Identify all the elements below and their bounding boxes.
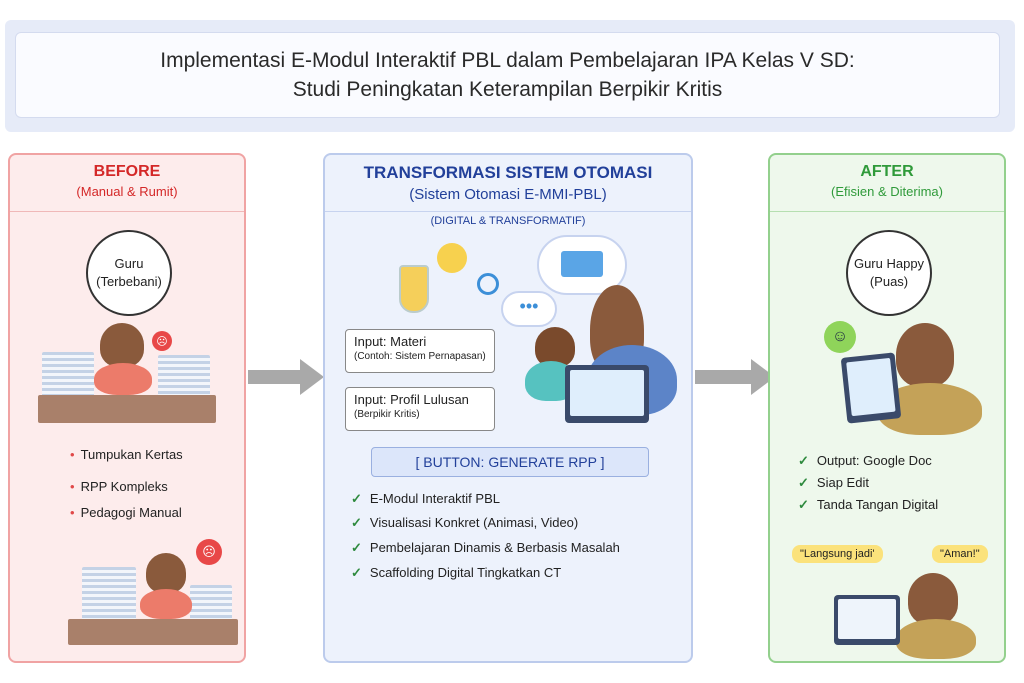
input-detail: (Berpikir Kritis) — [354, 409, 420, 420]
after-check-item: ✓Tanda Tangan Digital — [798, 497, 939, 512]
input-detail: (Contoh: Sistem Pernapasan) — [354, 351, 486, 362]
check-icon: ✓ — [351, 565, 362, 580]
tablet-icon — [834, 595, 900, 645]
flask-icon — [399, 265, 429, 313]
speech-bubble-aman: "Aman!" — [932, 545, 988, 563]
before-title: BEFORE — [93, 163, 161, 180]
before-subtitle: (Manual & Rumit) — [76, 184, 178, 199]
title-line-2: Studi Peningkatan Keterampilan Berpikir … — [292, 78, 723, 101]
before-header: BEFORE (Manual & Rumit) — [10, 155, 244, 212]
check-icon: ✓ — [798, 497, 809, 512]
check-icon: ✓ — [798, 475, 809, 490]
middle-tagline: (DIGITAL & TRANSFORMATIF) — [430, 215, 586, 227]
arrow-right-icon — [248, 359, 324, 395]
middle-check-item: ✓E-Modul Interaktif PBL — [351, 491, 500, 506]
after-role-circle: Guru Happy (Puas) — [846, 230, 932, 316]
before-role-circle: Guru (Terbebani) — [86, 230, 172, 316]
input-materi-box: Input: Materi (Contoh: Sistem Pernapasan… — [345, 329, 495, 373]
angry-face-icon: ☹ — [152, 331, 172, 351]
tablet-icon — [840, 352, 902, 424]
before-bullet: Tumpukan Kertas — [70, 447, 183, 462]
middle-subtitle: (Sistem Otomasi E-MMI-PBL) — [409, 186, 607, 203]
middle-check-item: ✓Scaffolding Digital Tingkatkan CT — [351, 565, 562, 580]
check-icon: ✓ — [351, 540, 362, 555]
arrow-right-icon — [695, 359, 775, 395]
before-bullet: RPP Kompleks — [70, 479, 168, 494]
after-title: AFTER — [860, 163, 914, 180]
speech-bubble-icon: ••• — [501, 291, 557, 327]
middle-header: TRANSFORMASI SISTEM OTOMASI (Sistem Otom… — [325, 155, 691, 212]
check-icon: ✓ — [351, 491, 362, 506]
check-icon: ✓ — [351, 515, 362, 530]
after-subtitle: (Efisien & Diterima) — [831, 184, 943, 199]
circle-line-1: Guru Happy — [853, 256, 925, 271]
circle-line-2: (Terbebani) — [96, 274, 162, 289]
sad-face-icon: ☹ — [196, 539, 222, 565]
after-check-item: ✓Output: Google Doc — [798, 453, 932, 468]
middle-check-item: ✓Visualisasi Konkret (Animasi, Video) — [351, 515, 579, 530]
middle-panel: TRANSFORMASI SISTEM OTOMASI (Sistem Otom… — [323, 153, 693, 663]
title-box: Implementasi E-Modul Interaktif PBL dala… — [15, 32, 1000, 118]
laptop-icon — [565, 365, 649, 423]
after-header: AFTER (Efisien & Diterima) — [770, 155, 1004, 212]
generate-rpp-button[interactable]: [ BUTTON: GENERATE RPP ] — [371, 447, 649, 477]
smiley-face-icon: ☺ — [824, 321, 856, 353]
before-panel: BEFORE (Manual & Rumit) Guru (Terbebani)… — [8, 153, 246, 663]
circle-line-2: (Puas) — [869, 274, 909, 289]
before-bullet: Pedagogi Manual — [70, 505, 182, 520]
input-profil-box: Input: Profil Lulusan (Berpikir Kritis) — [345, 387, 495, 431]
middle-title: TRANSFORMASI SISTEM OTOMASI — [363, 163, 653, 182]
input-label: Input: Materi — [354, 334, 427, 349]
middle-check-item: ✓Pembelajaran Dinamis & Berbasis Masalah — [351, 540, 620, 555]
lightbulb-icon — [437, 243, 467, 273]
check-icon: ✓ — [798, 453, 809, 468]
title-line-1: Implementasi E-Modul Interaktif PBL dala… — [160, 49, 855, 72]
after-check-item: ✓Siap Edit — [798, 475, 869, 490]
circle-line-1: Guru — [114, 256, 144, 271]
input-label: Input: Profil Lulusan — [354, 392, 469, 407]
after-panel: AFTER (Efisien & Diterima) Guru Happy (P… — [768, 153, 1006, 663]
speech-bubble-langsung-jadi: "Langsung jadi' — [792, 545, 883, 563]
gear-icon — [477, 273, 499, 295]
